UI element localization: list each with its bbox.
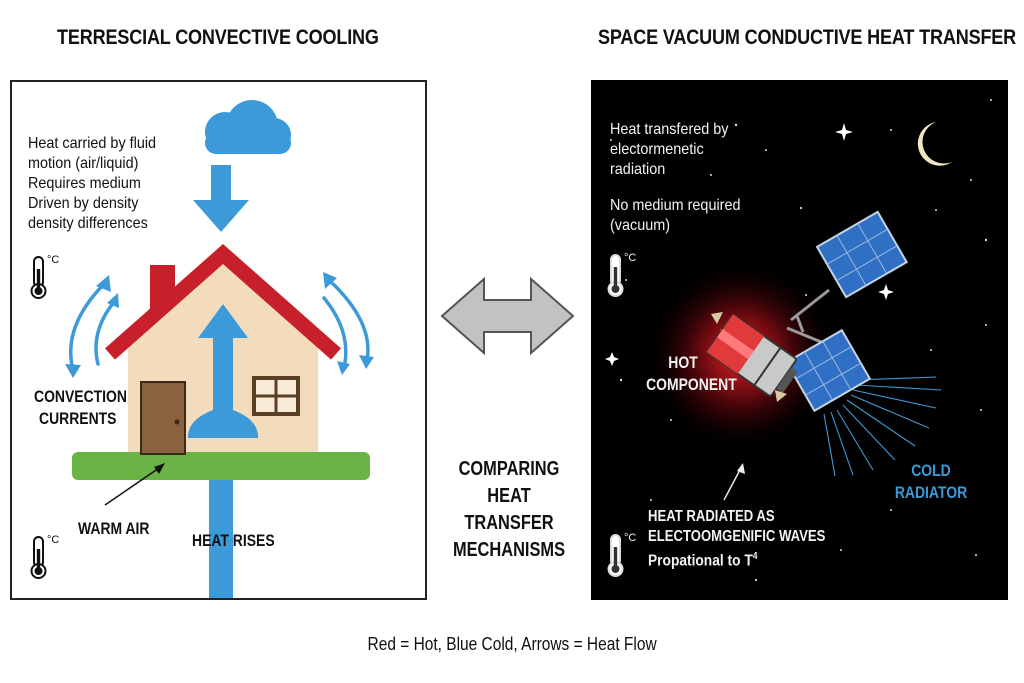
ground xyxy=(72,452,370,480)
left-title: TERRESCIAL CONVECTIVE COOLING xyxy=(57,26,379,49)
arrowhead xyxy=(107,293,119,308)
moon-icon xyxy=(917,122,952,166)
right-title: SPACE VACUUM CONDUCTIVE HEAT TRANSFER xyxy=(598,26,1017,49)
legend: Red = Hot, Blue Cold, Arrows = Heat Flow xyxy=(367,634,657,654)
solar-panel-lower xyxy=(785,328,872,413)
arrowhead xyxy=(337,361,350,375)
thermometer-unit: °C xyxy=(624,252,637,264)
desc-line: Requires medium xyxy=(28,175,141,192)
exponent: 4 xyxy=(752,551,758,562)
warm-air-label: WARM AIR xyxy=(78,519,150,538)
cold-radiator-label: COLD RADIATOR xyxy=(894,461,968,502)
arrowhead xyxy=(737,463,745,474)
convection-arrows-left xyxy=(69,282,116,372)
convective-description: Heat carried by fluid motion (air/liquid… xyxy=(28,134,170,234)
radiation-lines xyxy=(823,376,942,477)
arrowhead xyxy=(359,355,374,369)
desc-line: Heat transfered by xyxy=(610,121,729,138)
convection-currents-label: CONVECTION CURRENTS xyxy=(34,387,127,428)
door-knob xyxy=(174,419,180,425)
thermometer-unit: °C xyxy=(47,534,60,546)
desc-line: No medium required xyxy=(610,197,741,214)
desc-line: radiation xyxy=(610,161,666,178)
arrowhead xyxy=(96,275,111,292)
radiative-panel: Heat transfered by electormenetic radiat… xyxy=(591,80,1008,600)
thermometer-icon xyxy=(607,534,624,577)
sparkle-star xyxy=(878,284,894,300)
vacuum-description: No medium required (vacuum) xyxy=(610,196,755,236)
heat-rises-label: HEAT RISES xyxy=(192,531,275,550)
cloud-icon xyxy=(205,100,291,154)
desc-line: (vacuum) xyxy=(610,217,671,234)
convection-arrows-right xyxy=(322,278,370,370)
desc-line: Driven by density xyxy=(28,195,139,212)
cool-air-down-arrow xyxy=(193,165,249,232)
sparkle-star xyxy=(835,123,853,141)
thermometer-icon xyxy=(30,536,47,579)
desc-line: Heat carried by fluid xyxy=(28,135,157,152)
arrowhead xyxy=(323,272,337,289)
desc-line: density differences xyxy=(28,215,148,232)
sparkle-star xyxy=(605,352,619,366)
antenna-icon xyxy=(711,312,723,324)
thermometer-unit: °C xyxy=(47,254,60,266)
heat-radiated-label: HEAT RADIATED AS ELECTOOMGENIFIC WAVES P… xyxy=(648,508,826,570)
antenna-icon xyxy=(775,390,787,402)
solar-panel-upper xyxy=(815,210,909,299)
desc-line: electormenetic xyxy=(610,141,704,158)
house-gable xyxy=(128,264,318,342)
convection-illustration xyxy=(30,100,374,598)
arrowhead xyxy=(154,463,165,474)
heat-up-arrow xyxy=(187,304,259,438)
roof xyxy=(105,243,341,360)
radiated-pointer xyxy=(723,467,742,501)
hot-component xyxy=(706,314,798,397)
double-headed-arrow xyxy=(440,276,575,356)
heat-rises-stem xyxy=(209,480,233,598)
warm-air-pointer xyxy=(104,465,163,506)
thermometer-icon xyxy=(30,256,47,299)
comparing-caption: COMPARING HEAT TRANSFER MECHANISMS xyxy=(452,458,566,561)
proportional-text: Propational to T xyxy=(648,552,753,570)
door xyxy=(140,381,186,455)
convective-panel: Heat carried by fluid motion (air/liquid… xyxy=(10,80,427,600)
arrowhead xyxy=(65,364,81,378)
hot-component-label: HOT COMPONENT xyxy=(646,353,737,394)
space-illustration xyxy=(605,99,992,582)
thermometer-unit: °C xyxy=(624,532,637,544)
thermometer-icon xyxy=(607,254,624,297)
radiative-description: Heat transfered by electormenetic radiat… xyxy=(610,120,742,180)
desc-line: motion (air/liquid) xyxy=(28,155,139,172)
